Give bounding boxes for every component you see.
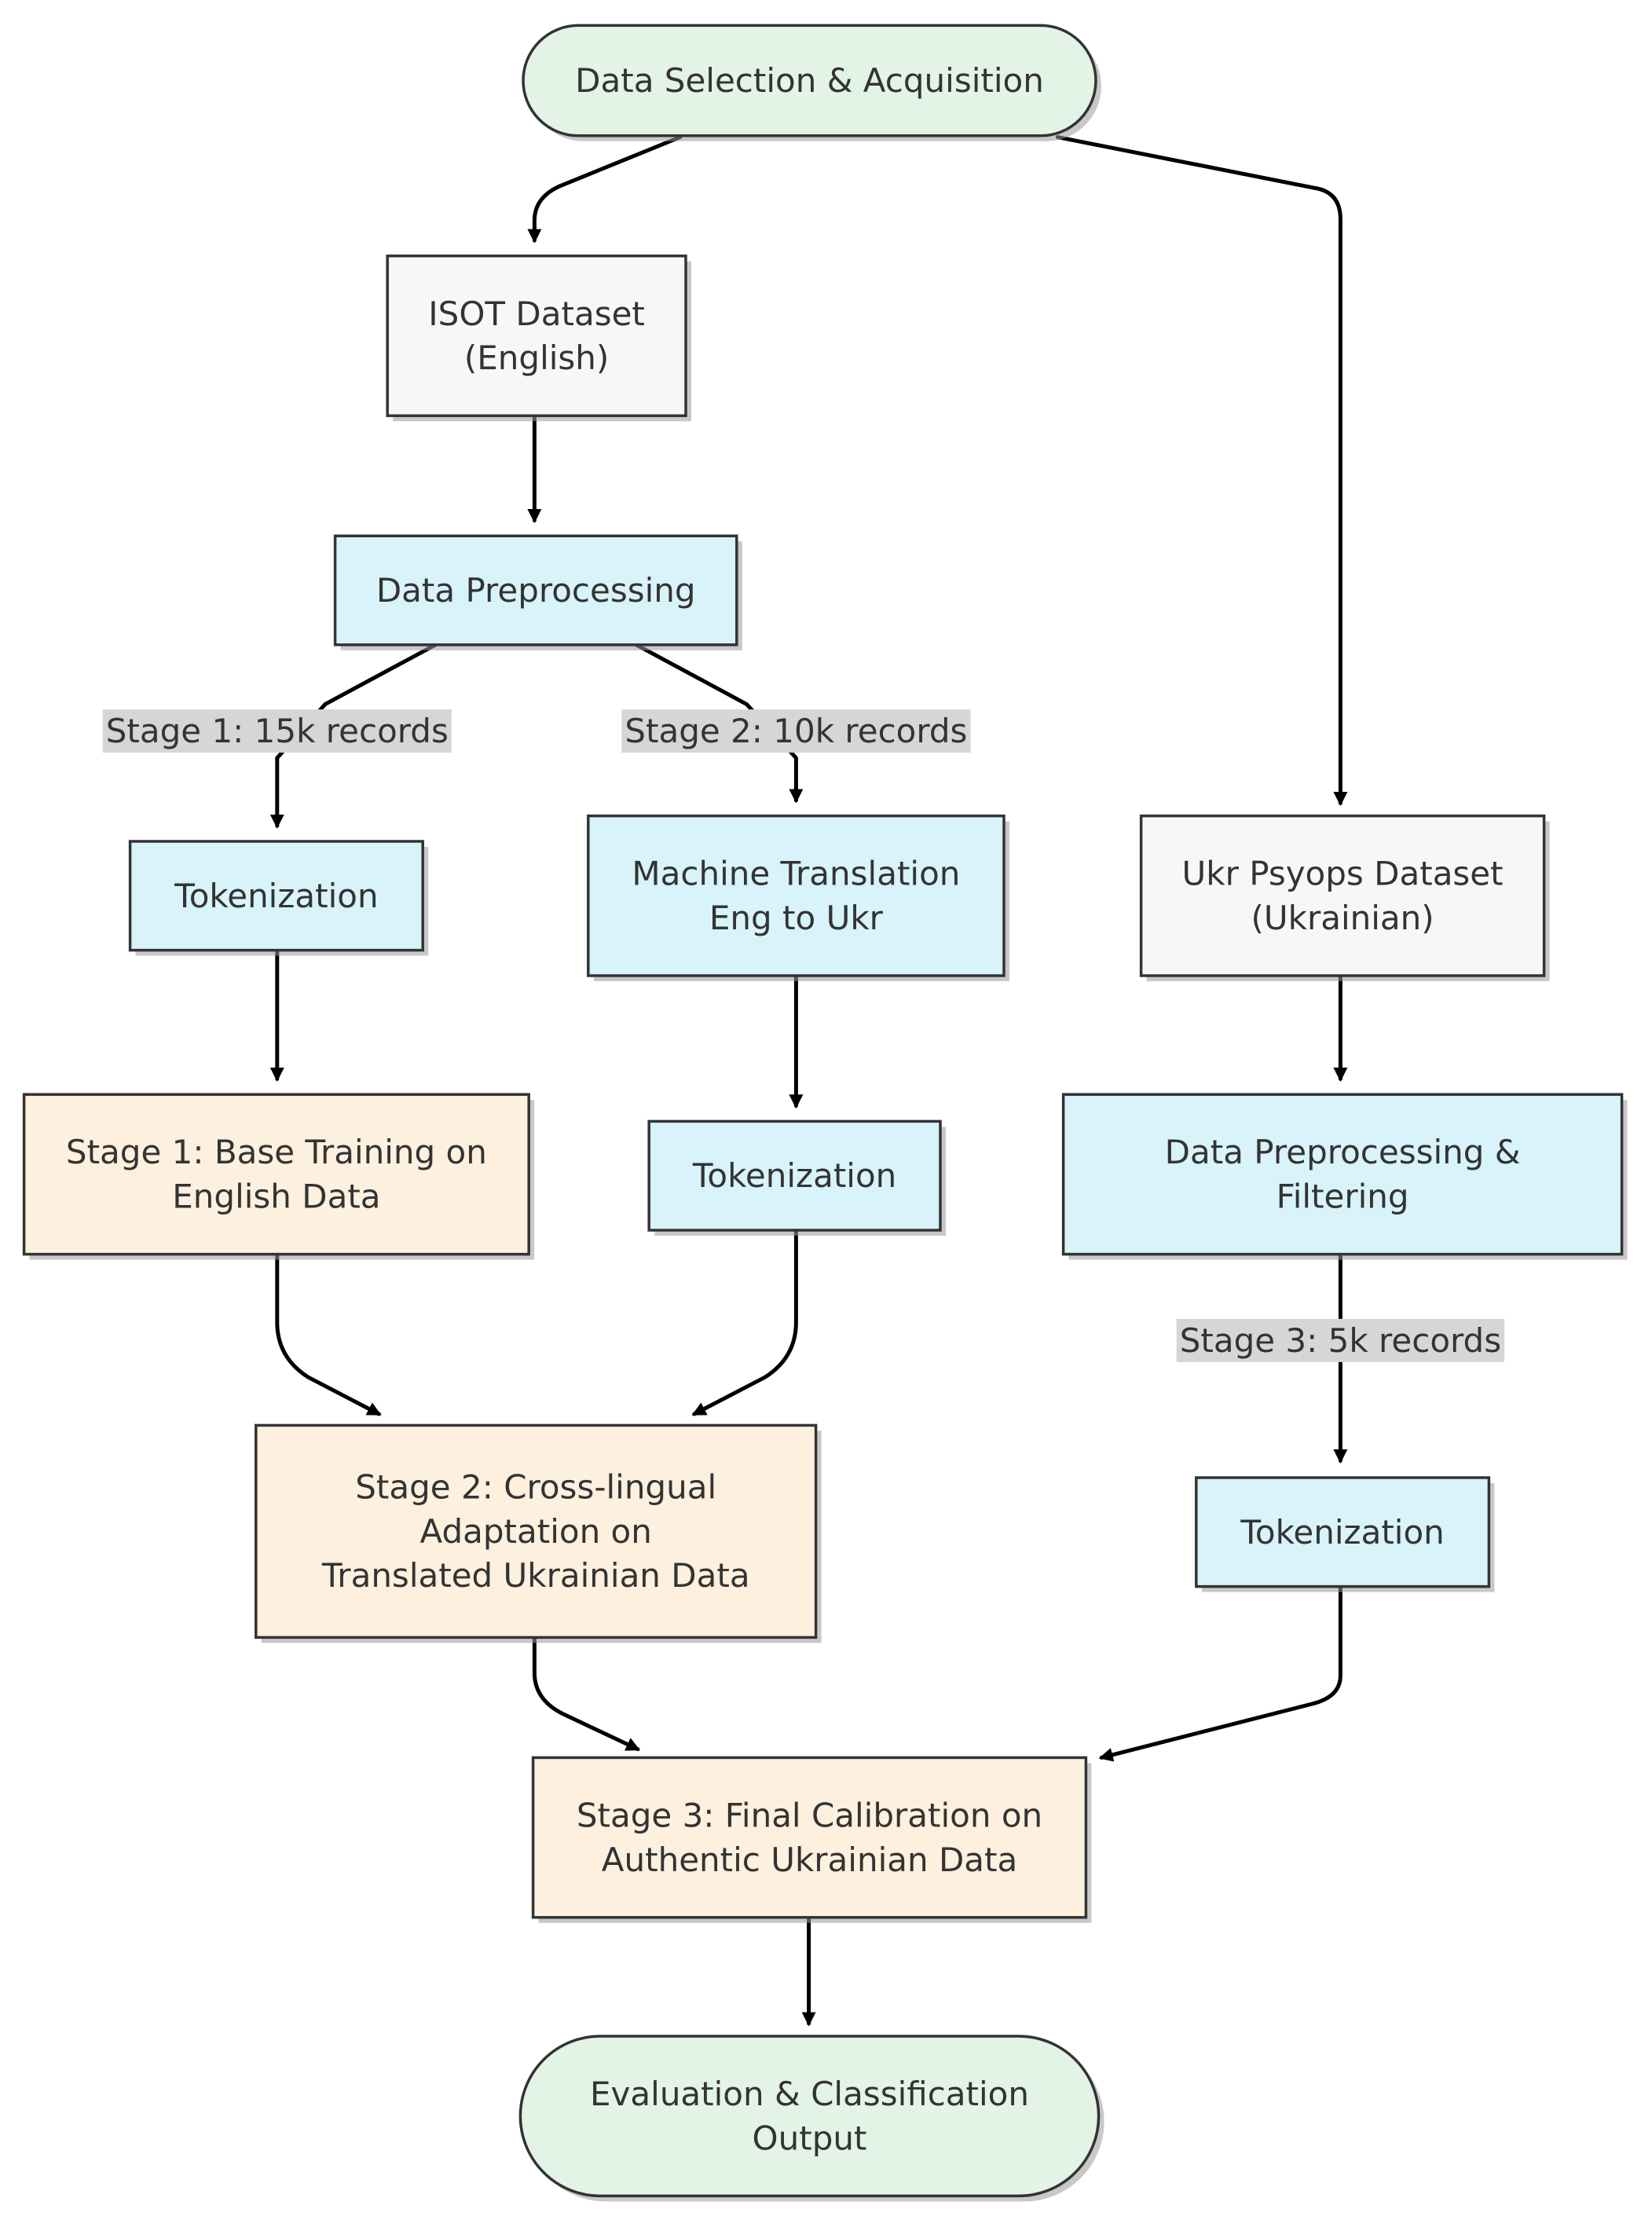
node-preprocessing-filtering: Data Preprocessing & Filtering: [1061, 1093, 1628, 1260]
node-tokenization-middle: Tokenization: [647, 1119, 946, 1236]
node-data-preprocessing: Data Preprocessing: [333, 534, 742, 650]
node-label-line: Adaptation on: [420, 1512, 652, 1551]
node-label-line: Stage 2: Cross-lingual: [355, 1468, 716, 1507]
node-label-line: ISOT Dataset: [428, 295, 645, 333]
edge-labels: Stage 1: 15k records Stage 2: 10k records…: [102, 709, 1505, 1362]
edge-label-background: [621, 709, 971, 753]
node-label-line: Tokenization: [174, 877, 378, 915]
node-stage3-calibration: Stage 3: Final Calibration on Authentic U…: [531, 1756, 1092, 1923]
node-label-line: Ukr Psyops Dataset: [1182, 855, 1504, 893]
node-box: [1195, 1476, 1491, 1588]
node-start: Data Selection & Acquisition: [522, 24, 1101, 141]
edge-start-to-ukr-psyops-dataset: [1057, 137, 1348, 804]
node-label-line: Evaluation & Classification: [590, 2075, 1029, 2113]
node-label-line: Machine Translation: [632, 855, 960, 893]
edge-label-stage3-records: Stage 3: 5k records: [1176, 1318, 1505, 1362]
node-label-line: Translated Ukrainian Data: [321, 1556, 750, 1595]
node-label-line: Tokenization: [692, 1156, 896, 1195]
node-label-line: Stage 1: Base Training on: [66, 1133, 487, 1171]
node-tokenization-right: Tokenization: [1195, 1476, 1495, 1592]
node-box: [128, 840, 424, 952]
node-box: [647, 1119, 942, 1232]
node-label-line: Authentic Ukrainian Data: [602, 1841, 1018, 1879]
edge-tokenization-middle-to-stage2-adaptation: [694, 1230, 797, 1414]
edge-label-stage1-records: Stage 1: 15k records: [102, 709, 452, 753]
node-label-line: English Data: [172, 1178, 380, 1216]
node-box: [1061, 1093, 1624, 1256]
node-label-line: Data Preprocessing: [376, 571, 696, 610]
node-box: [1139, 814, 1546, 977]
edge-label-background: [1176, 1318, 1505, 1362]
node-ukr-psyops-dataset: Ukr Psyops Dataset (Ukrainian): [1139, 814, 1550, 981]
node-label-line: Eng to Ukr: [709, 899, 884, 937]
node-label-line: Tokenization: [1240, 1513, 1444, 1551]
node-label-line: Output: [753, 2119, 867, 2157]
edge-label-text: Stage 2: 10k records: [625, 712, 967, 750]
node-box: [255, 1423, 818, 1639]
node-label-line: (Ukrainian): [1251, 899, 1434, 937]
node-label-line: Data Selection & Acquisition: [575, 61, 1044, 100]
edge-stage2-adaptation-to-stage3-calibration: [534, 1637, 637, 1749]
node-box: [22, 1093, 530, 1256]
edge-label-background: [102, 709, 452, 753]
node-box: [518, 2035, 1101, 2198]
node-label-line: Data Preprocessing &: [1165, 1133, 1521, 1171]
node-isot-dataset: ISOT Dataset (English): [386, 255, 691, 422]
node-box: [522, 24, 1097, 137]
node-box: [531, 1756, 1088, 1919]
edge-start-to-isot-dataset: [527, 137, 679, 240]
edge-label-stage2-records: Stage 2: 10k records: [621, 709, 971, 753]
edge-stage1-training-to-stage2-adaptation: [277, 1255, 379, 1414]
node-tokenization-left: Tokenization: [128, 840, 429, 956]
node-label-line: Stage 3: Final Calibration on: [577, 1796, 1042, 1834]
edge-tokenization-right-to-stage3-calibration: [1101, 1587, 1340, 1762]
edge-label-text: Stage 3: 5k records: [1180, 1321, 1501, 1360]
node-box: [386, 255, 687, 417]
node-box: [587, 814, 1005, 977]
node-label-line: (English): [464, 339, 609, 377]
node-stage1-training: Stage 1: Base Training on English Data: [22, 1093, 535, 1260]
edge-label-text: Stage 1: 15k records: [106, 712, 449, 750]
node-label-line: Filtering: [1277, 1178, 1409, 1216]
node-box: [333, 534, 738, 647]
